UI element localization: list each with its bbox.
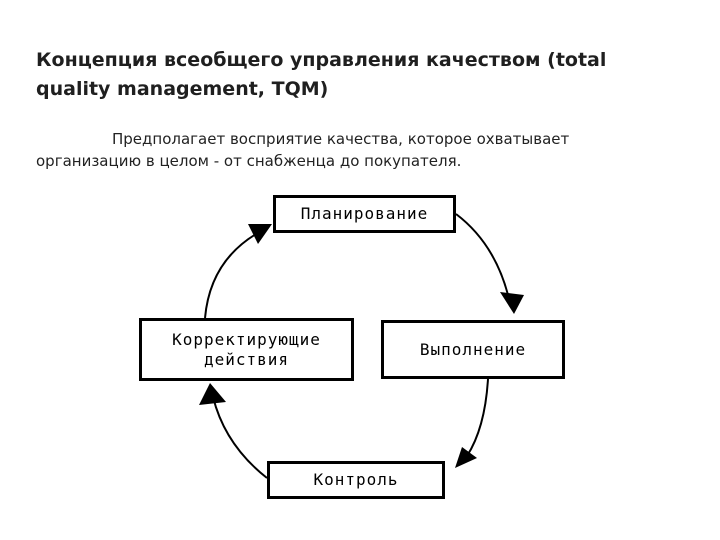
node-corrective-actions: Корректирующие действия	[139, 318, 354, 381]
node-control: Контроль	[267, 461, 445, 499]
node-execution: Выполнение	[381, 320, 565, 379]
arc-corrective-to-planning	[204, 233, 257, 319]
arrowhead-to-corrective	[199, 383, 226, 405]
arrowhead-to-control	[455, 447, 477, 468]
arrowhead-to-execution	[500, 292, 524, 314]
slide-title: Концепция всеобщего управления качеством…	[36, 49, 607, 100]
arc-control-to-corrective	[212, 396, 268, 479]
arrowhead-to-planning	[248, 224, 272, 244]
arc-execution-to-control	[466, 378, 489, 457]
slide-description: Предполагает восприятие качества, которо…	[36, 130, 570, 170]
node-planning: Планирование	[273, 195, 456, 233]
arc-planning-to-execution	[455, 213, 511, 304]
